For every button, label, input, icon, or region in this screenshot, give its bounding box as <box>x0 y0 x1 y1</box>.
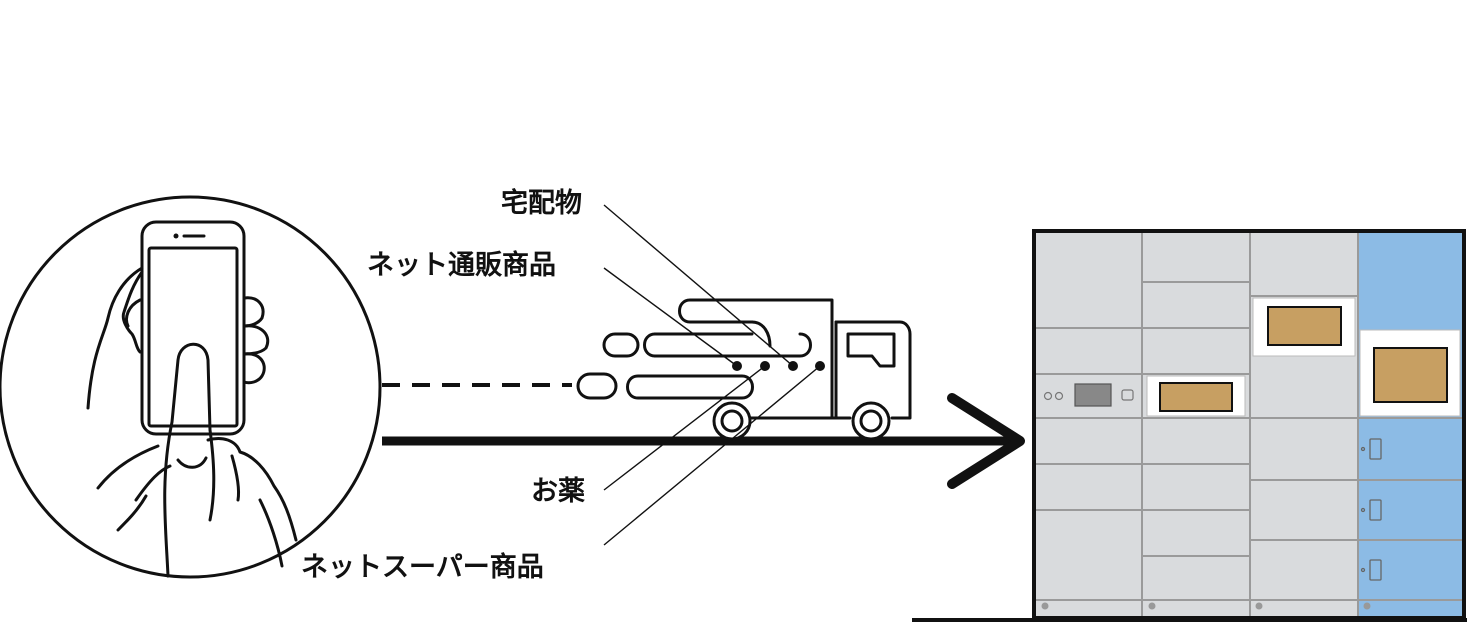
smartphone-hand-icon <box>0 195 382 579</box>
delivery-truck-icon <box>576 298 912 441</box>
parcel-locker-icon <box>912 229 1467 622</box>
label-online-shopping: ネット通販商品 <box>367 250 556 281</box>
open-compartment <box>1252 297 1356 357</box>
open-compartment <box>1146 375 1246 417</box>
leader-lines <box>603 204 821 546</box>
label-medicine: お薬 <box>531 476 585 507</box>
label-online-supermarket: ネットスーパー商品 <box>301 552 544 583</box>
label-parcels: 宅配物 <box>501 188 582 219</box>
open-compartment <box>1359 329 1461 417</box>
arrow-right-icon <box>382 393 1025 489</box>
locker-control-panel <box>1043 383 1134 407</box>
